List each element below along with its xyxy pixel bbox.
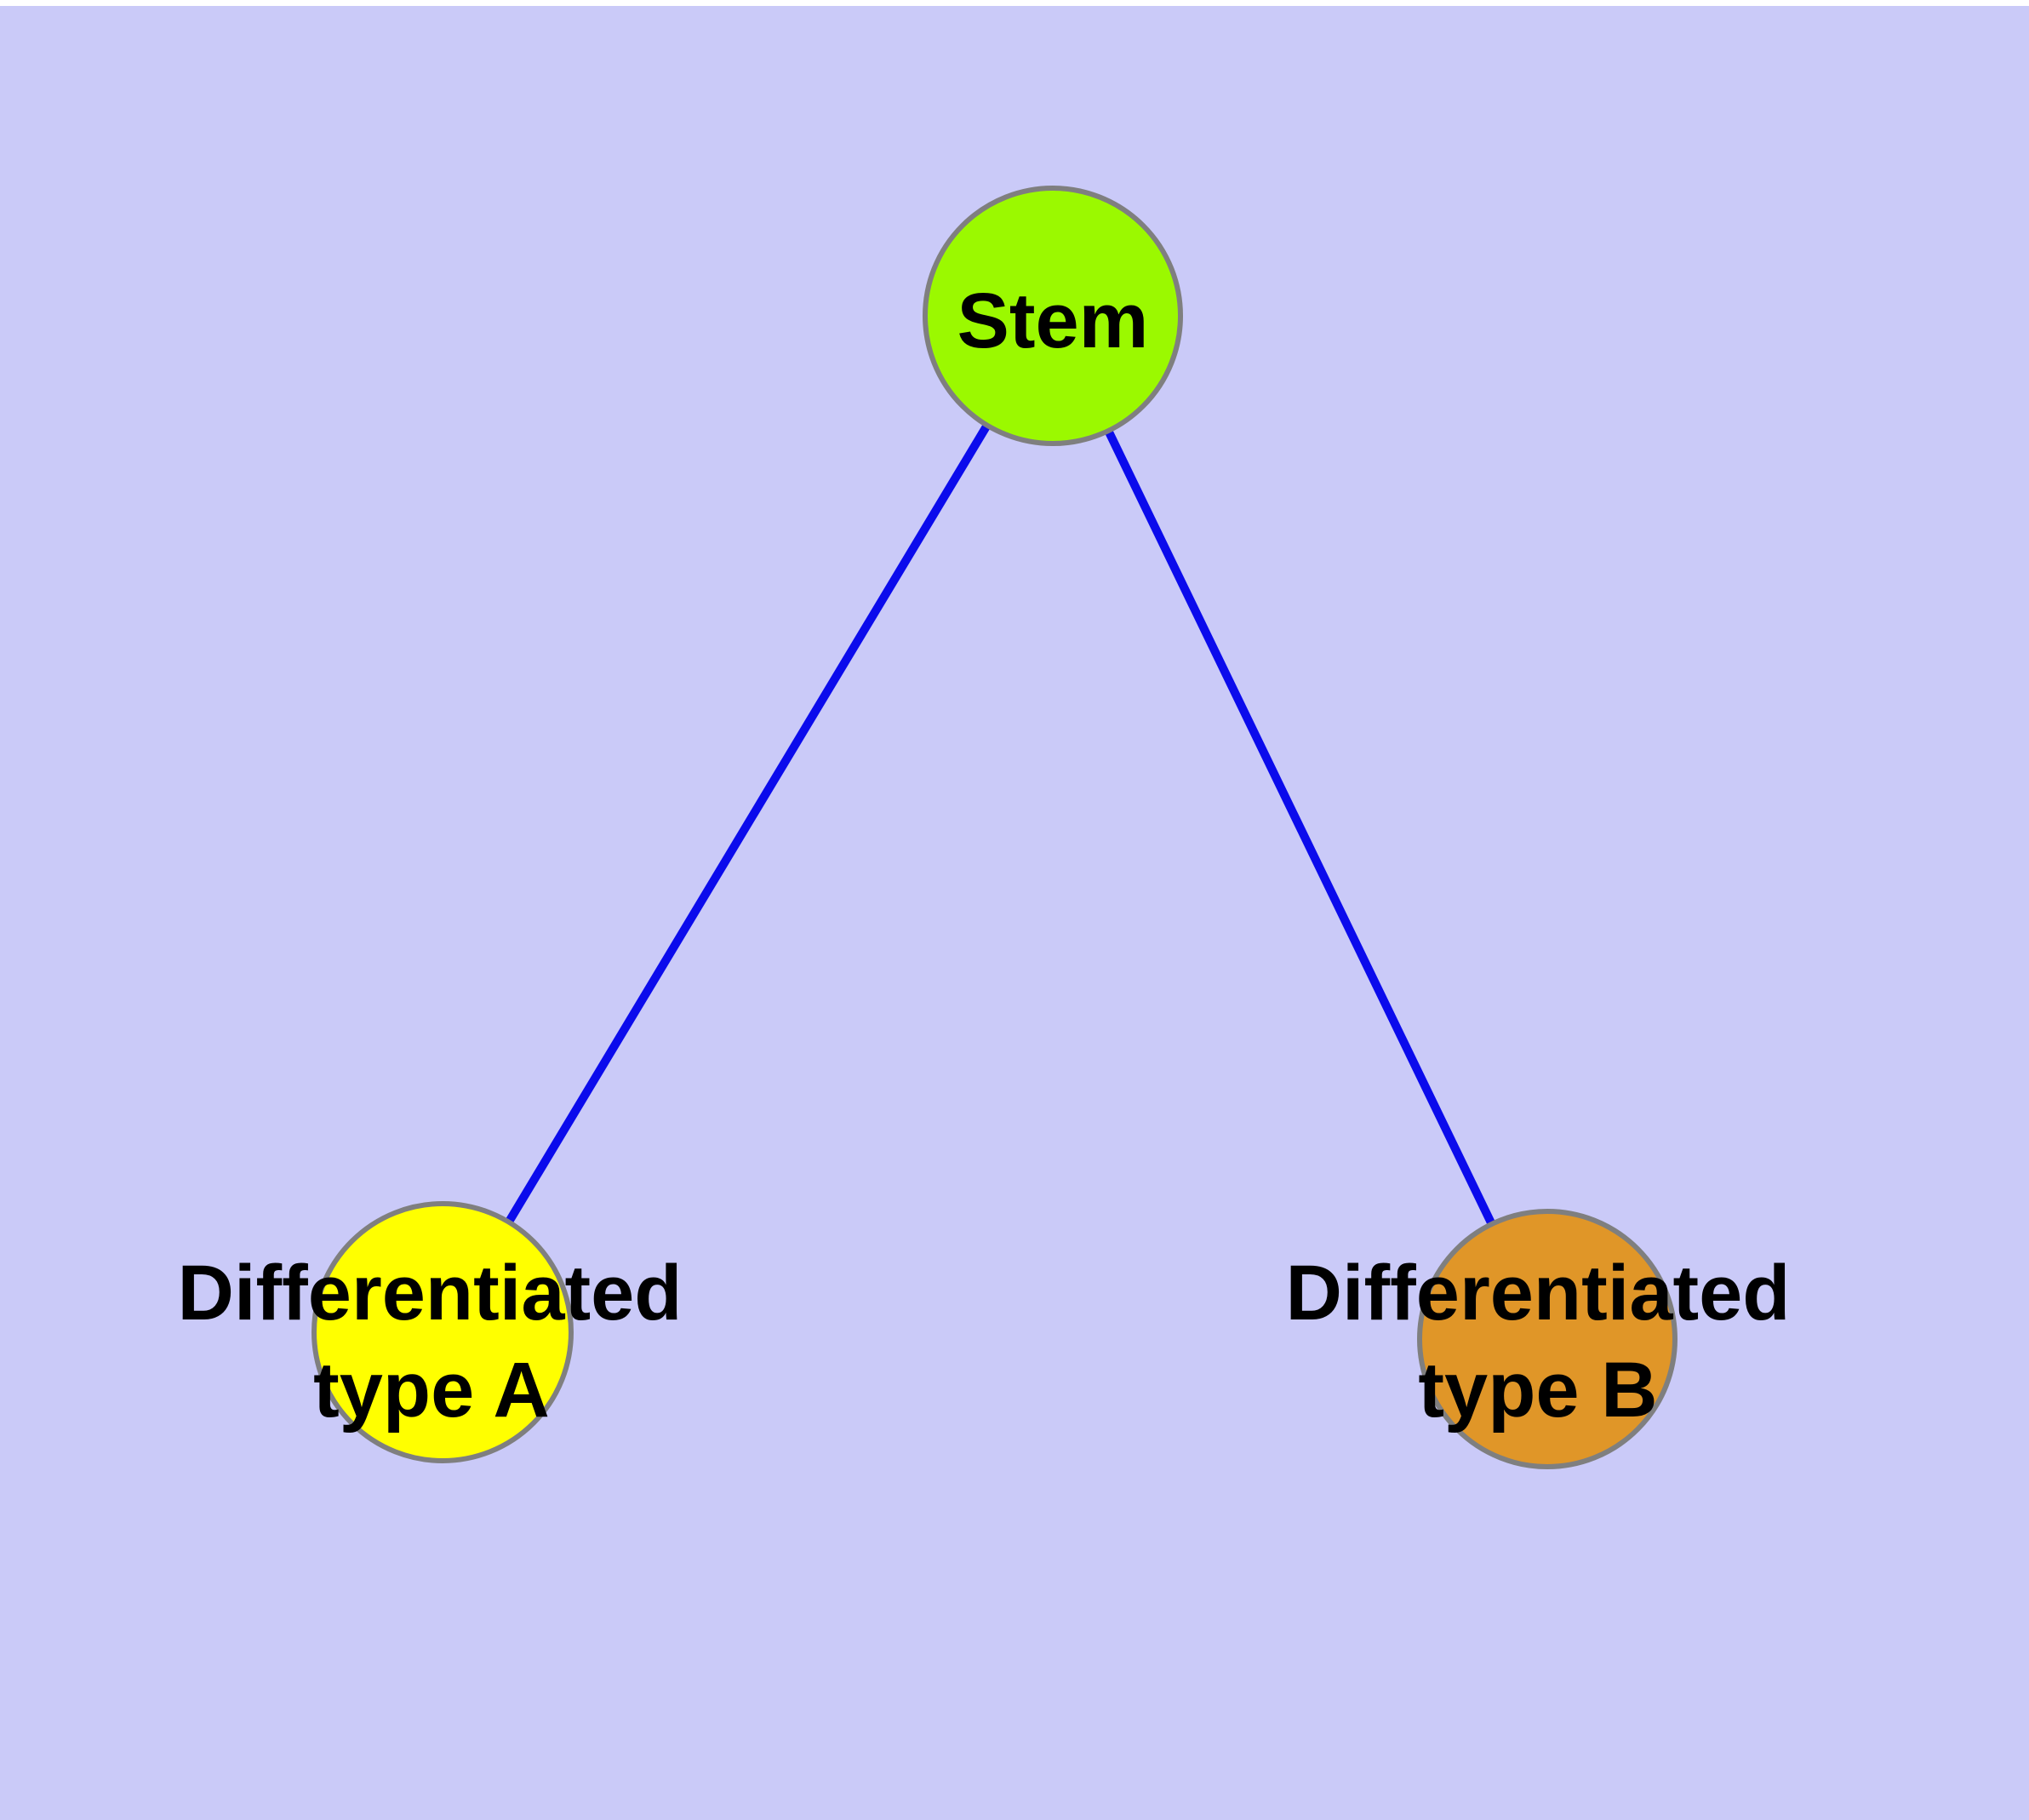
stem-node [923, 186, 1183, 446]
type-b-label-line1: Differentiated [1286, 1250, 1791, 1336]
type-a-node [311, 1201, 574, 1463]
stem-node-label: Stem [957, 278, 1149, 364]
type-a-label-line2: type A [313, 1347, 550, 1434]
edge-stem-to-type-b [1049, 313, 1552, 1342]
type-a-label-line1: Differentiated [178, 1250, 683, 1336]
top-margin-strip [0, 0, 2029, 6]
type-b-label-line2: type B [1418, 1347, 1657, 1434]
type-b-node [1417, 1209, 1677, 1469]
edge-stem-to-type-a [438, 313, 1057, 1335]
